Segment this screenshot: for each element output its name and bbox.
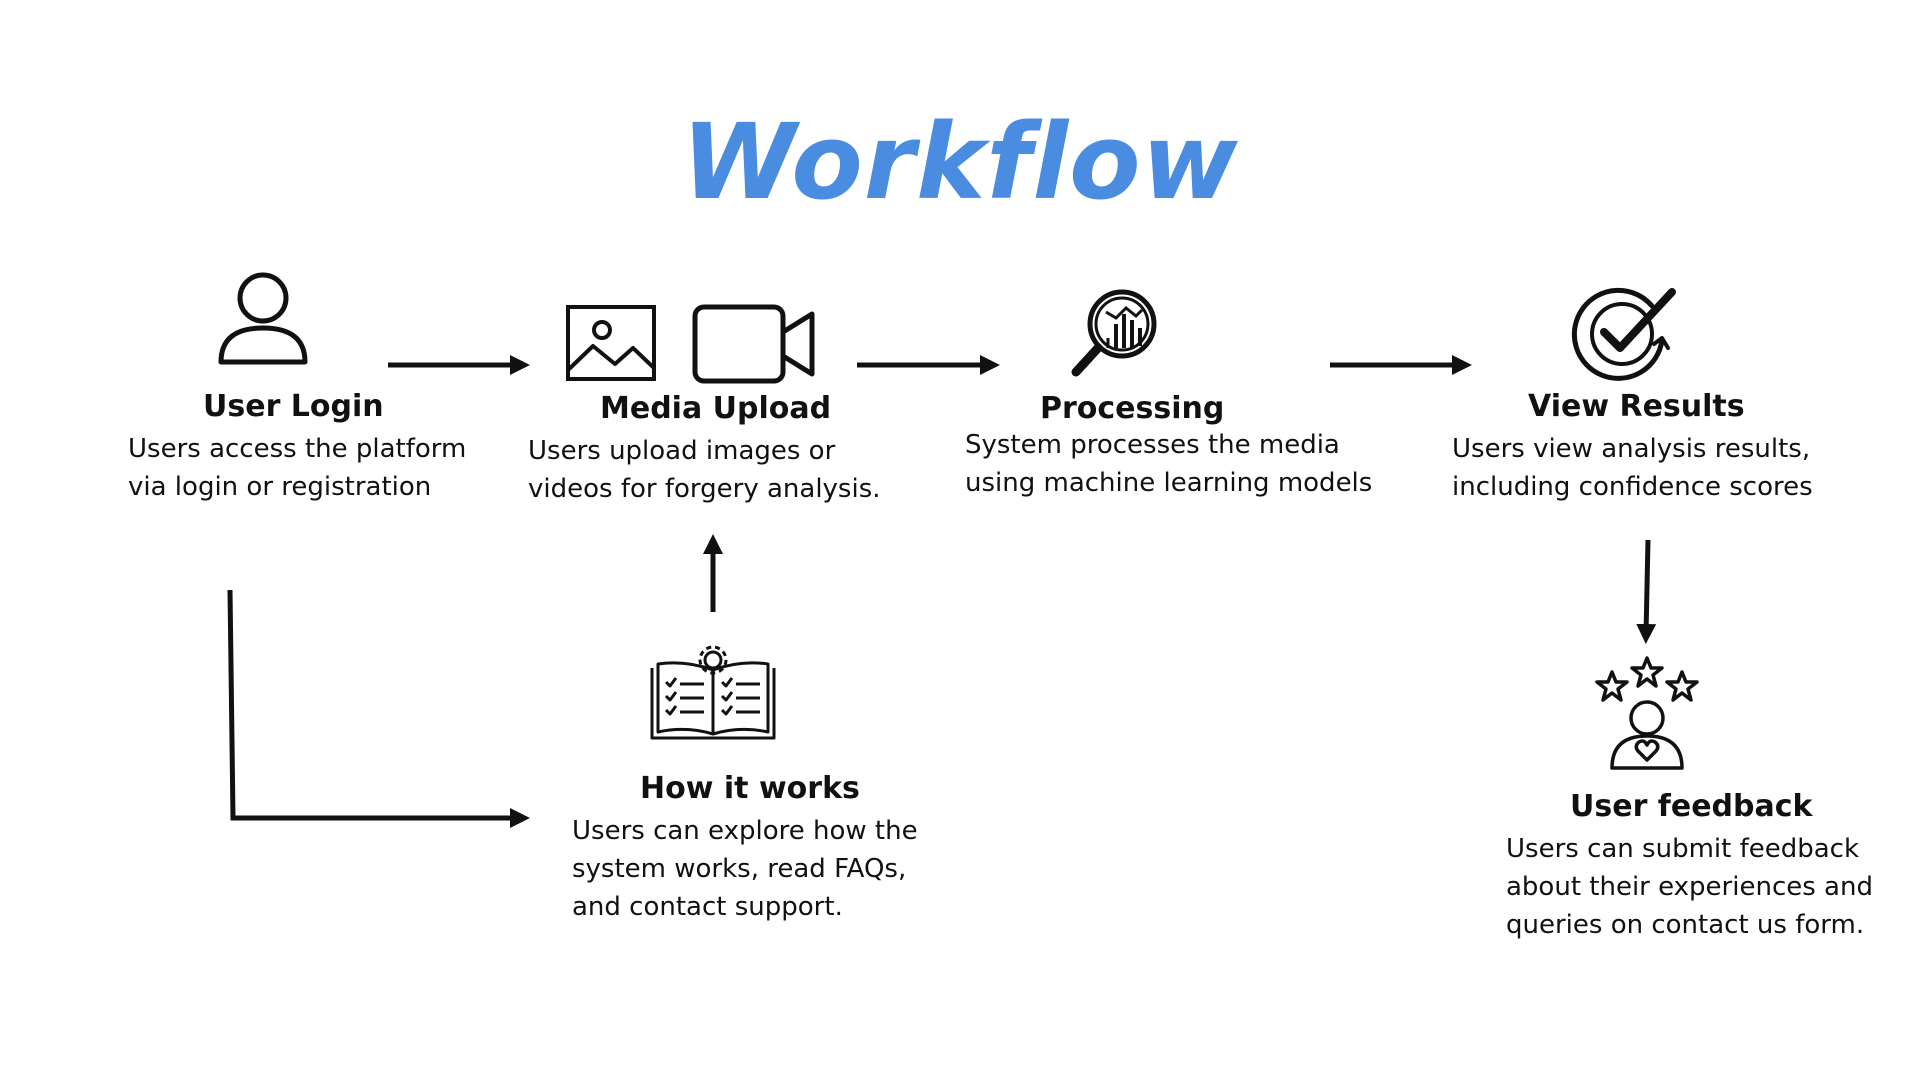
step-how-it-works: How it works Users can explore how the s…: [572, 770, 918, 926]
description-line: Users can explore how the: [572, 815, 918, 846]
checkmark-cycle-icon: [1571, 287, 1676, 381]
step-description: Users upload images or videos for forger…: [528, 432, 881, 508]
description-line: System processes the media: [965, 429, 1340, 460]
step-title: How it works: [640, 771, 860, 806]
description-line: Users view analysis results,: [1452, 433, 1811, 464]
description-line: via login or registration: [128, 471, 432, 502]
arrow-login-to-howitworks: [227, 589, 530, 828]
description-line: system works, read FAQs,: [572, 853, 907, 884]
step-description: Users can submit feedback about their ex…: [1506, 830, 1873, 944]
step-title: User Login: [203, 389, 384, 424]
step-description: Users access the platform via login or r…: [128, 430, 466, 506]
description-line: videos for forgery analysis.: [528, 473, 881, 504]
description-line: Users upload images or: [528, 435, 836, 466]
description-line: Users can submit feedback: [1506, 833, 1860, 864]
step-title: User feedback: [1570, 789, 1813, 824]
step-user-login: User Login Users access the platform via…: [128, 388, 466, 506]
user-stars-heart-icon: [1595, 656, 1699, 770]
description-line: queries on contact us form.: [1506, 909, 1865, 940]
page-title: Workflow: [681, 101, 1239, 223]
magnifier-chart-icon: [1071, 289, 1157, 377]
arrow-results-to-feedback: [1636, 539, 1657, 644]
image-icon: [566, 305, 656, 381]
step-processing: Processing System processes the media us…: [965, 390, 1372, 502]
description-line: Users access the platform: [128, 433, 467, 464]
step-description: Users can explore how the system works, …: [572, 812, 918, 926]
description-line: including confidence scores: [1452, 471, 1813, 502]
step-title: View Results: [1528, 389, 1745, 424]
step-media-upload: Media Upload Users upload images or vide…: [528, 390, 881, 508]
book-gear-checklist-icon: [650, 645, 776, 740]
user-icon: [218, 272, 308, 365]
step-view-results: View Results Users view analysis results…: [1452, 388, 1813, 506]
description-line: about their experiences and: [1506, 871, 1873, 902]
step-title: Processing: [1040, 391, 1225, 426]
step-user-feedback: User feedback Users can submit feedback …: [1506, 788, 1873, 944]
step-description: Users view analysis results, including c…: [1452, 430, 1813, 506]
step-description: System processes the media using machine…: [965, 426, 1372, 502]
description-line: using machine learning models: [965, 467, 1373, 498]
video-camera-icon: [692, 304, 815, 384]
step-title: Media Upload: [600, 391, 832, 426]
description-line: and contact support.: [572, 891, 843, 922]
